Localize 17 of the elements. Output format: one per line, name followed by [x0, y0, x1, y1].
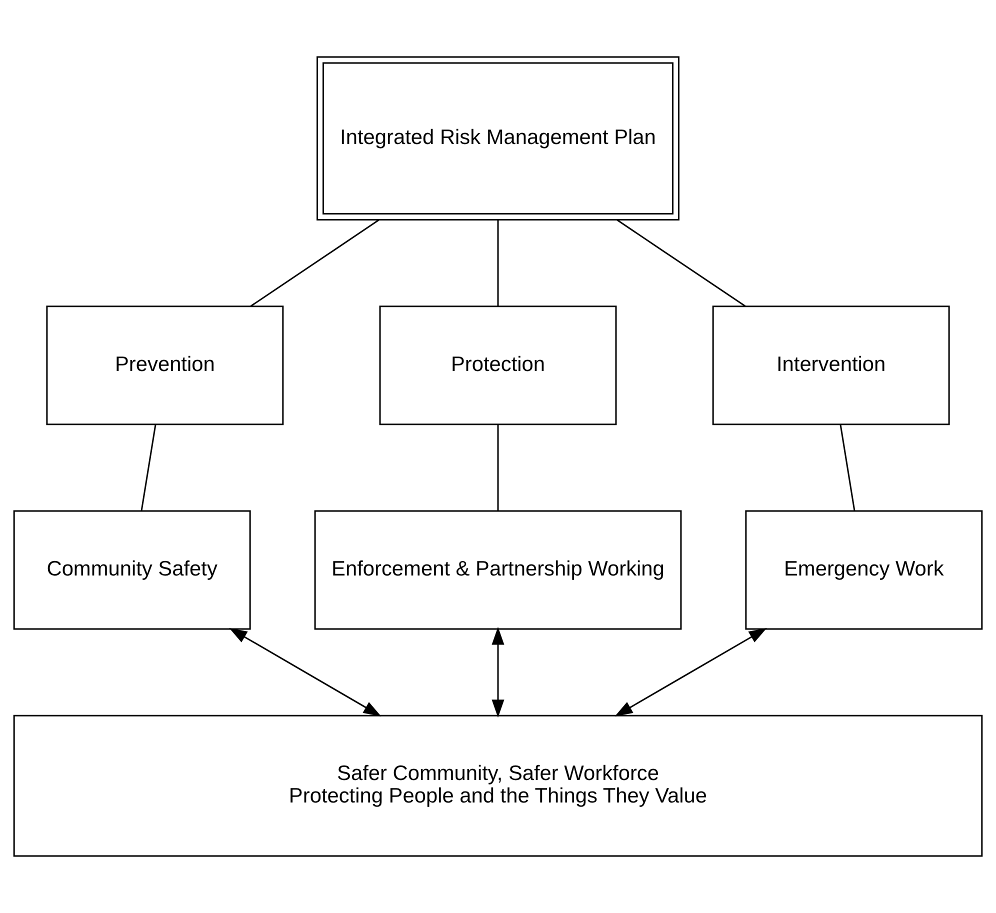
- node-box: Prevention: [46, 306, 284, 426]
- arrow: [614, 628, 767, 716]
- node-box: Integrated Risk Management Plan: [316, 56, 680, 221]
- connector: [840, 424, 856, 511]
- connector: [250, 219, 380, 307]
- node-box: Intervention: [712, 306, 950, 426]
- connector: [616, 219, 746, 307]
- arrow: [229, 628, 382, 716]
- arrow: [492, 626, 504, 718]
- connector: [497, 220, 499, 306]
- node-box: Community Safety: [13, 510, 251, 630]
- connector: [497, 424, 499, 511]
- node-box: Protection: [379, 306, 617, 426]
- node-box: Enforcement & Partnership Working: [314, 510, 682, 630]
- connector: [140, 424, 156, 511]
- node-box: Emergency Work: [745, 510, 983, 630]
- node-box: Safer Community, Safer Workforce Protecting People and the Things They Value: [13, 714, 983, 857]
